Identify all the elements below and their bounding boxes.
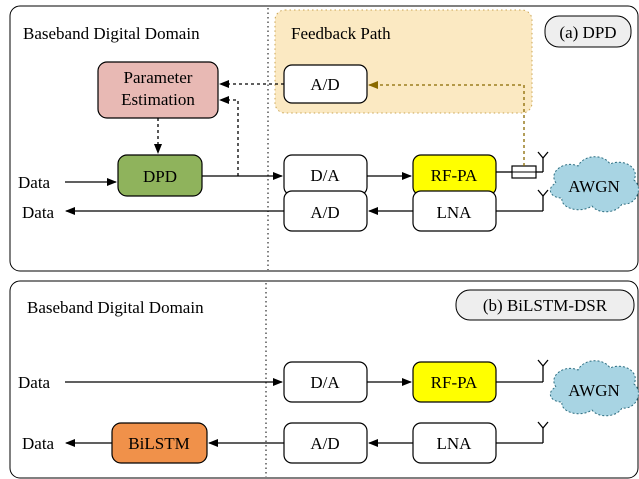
ad-rx-label-a: A/D (310, 203, 339, 222)
arrow-dpd-out-to-param (219, 96, 239, 176)
lna-label-a: LNA (437, 203, 473, 222)
rx-antenna-b (496, 421, 549, 444)
rfpa-label-a: RF-PA (431, 166, 478, 185)
feedback-path-label: Feedback Path (291, 24, 391, 43)
ad-feedback-label: A/D (310, 75, 339, 94)
bilstm-label: BiLSTM (128, 434, 189, 453)
data-out-label-b: Data (22, 434, 55, 453)
tag-a-box (544, 15, 632, 48)
data-in-label-a: Data (18, 173, 51, 192)
parameter-estimation-line2: Estimation (121, 90, 195, 109)
parameter-estimation-line1: Parameter (124, 68, 193, 87)
awgn-cloud-a (549, 156, 639, 213)
awgn-label-b: AWGN (568, 381, 620, 400)
dpd-label: DPD (143, 167, 177, 186)
tag-b: (b) BiLSTM-DSR (483, 296, 608, 315)
tag-b-box (455, 289, 635, 321)
awgn-cloud-b (549, 360, 639, 417)
rx-antenna-a (496, 189, 549, 212)
feedback-arrow-coupler-to-ad (368, 81, 525, 166)
ad-rx-label-b: A/D (310, 434, 339, 453)
tx-antenna-b (496, 359, 549, 383)
data-in-label-b: Data (18, 373, 51, 392)
da-label-b: D/A (310, 373, 340, 392)
domain-label-a: Baseband Digital Domain (23, 24, 200, 43)
domain-label-b: Baseband Digital Domain (27, 298, 204, 317)
lna-label-b: LNA (437, 434, 473, 453)
tag-a: (a) DPD (559, 23, 616, 42)
tx-antenna-a (537, 151, 549, 172)
awgn-label-a: AWGN (568, 177, 620, 196)
rfpa-label-b: RF-PA (431, 373, 478, 392)
da-label-a: D/A (310, 166, 340, 185)
data-out-label-a: Data (22, 203, 55, 222)
